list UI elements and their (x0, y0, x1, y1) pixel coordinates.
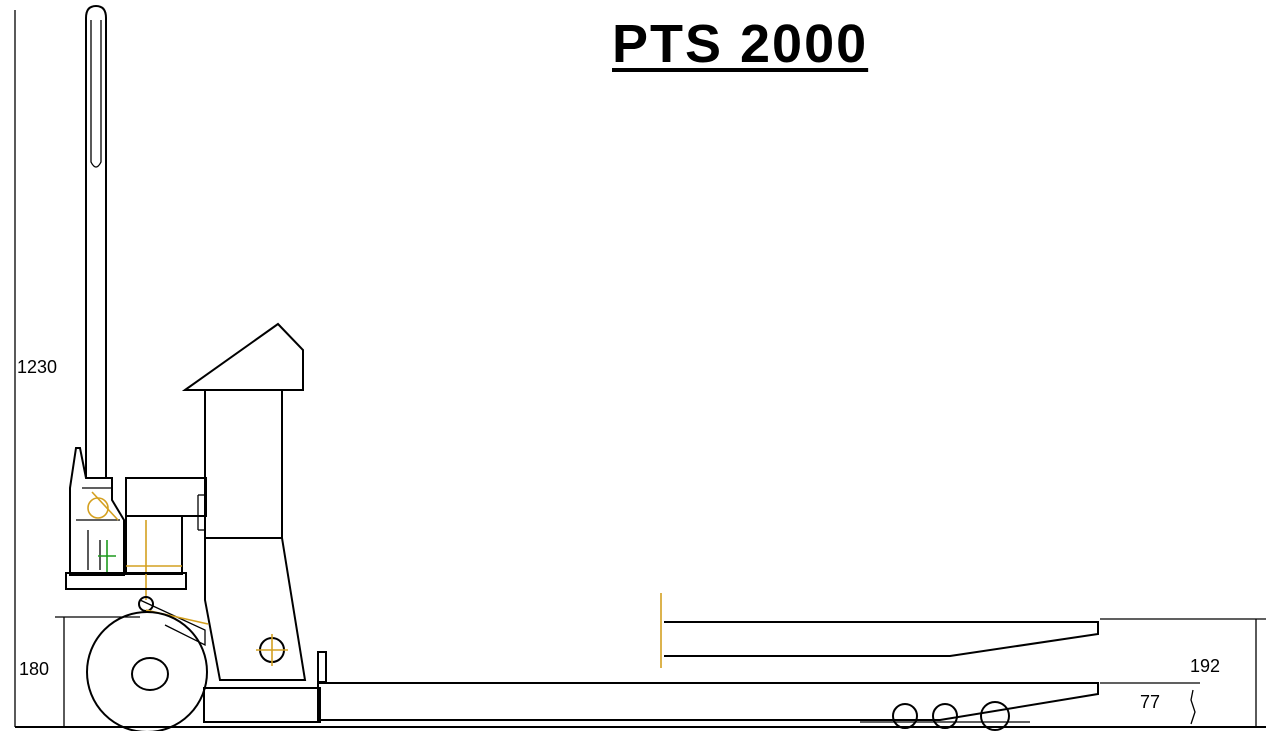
steer-wheel (86, 611, 208, 731)
fork-raised-height-label: 192 (1190, 656, 1220, 676)
mast-height-label: 1230 (17, 357, 57, 377)
handle-tube (85, 4, 107, 478)
wheel-linkage (138, 596, 209, 647)
fork-height-dimension (1100, 618, 1266, 727)
diagram-title: PTS 2000 (612, 14, 869, 74)
pump-assembly (65, 447, 207, 600)
wheel-height-label: 180 (19, 659, 49, 679)
chassis-column (181, 322, 307, 681)
lowered-fork (203, 651, 1099, 731)
raised-fork (660, 593, 1099, 668)
wheel-height-dimension (55, 616, 140, 727)
fork-lowered-height-label: 77 (1140, 692, 1160, 712)
